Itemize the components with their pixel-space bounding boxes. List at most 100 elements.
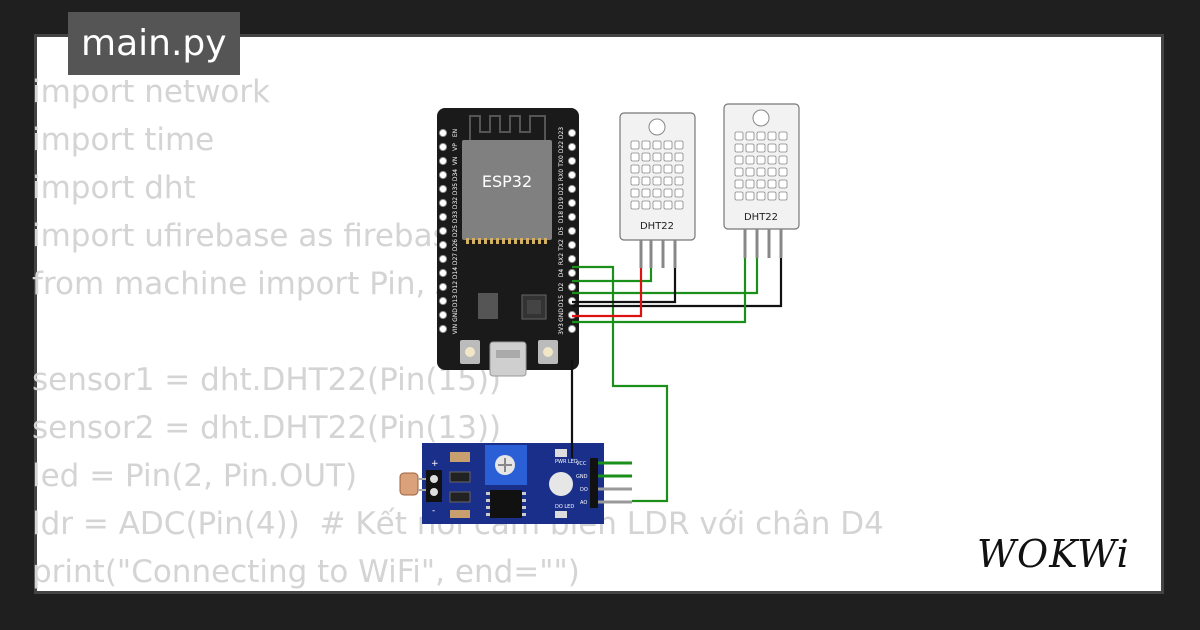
vent-slot: [756, 143, 766, 153]
dht22-2-mount-hole: [752, 109, 770, 127]
wire-dht1-data-to-d15[interactable]: [572, 268, 653, 283]
esp32-pin-label: D2: [558, 283, 565, 292]
esp32-pin-hole[interactable]: [438, 310, 448, 320]
micro-usb-connector[interactable]: [489, 341, 527, 377]
vent-slot: [767, 179, 777, 189]
vent-slot: [734, 155, 744, 165]
ldr-header[interactable]: [590, 458, 598, 508]
vent-slot: [745, 191, 755, 201]
esp32-pin-hole[interactable]: [438, 128, 448, 138]
pwr-led-label: PWR LED: [555, 459, 578, 465]
do-led-label: DO LED: [555, 504, 574, 510]
ldr-module[interactable]: + - PWR LED DO LED VCC GND DO AO: [399, 443, 632, 524]
esp32-pin-label: VP: [452, 143, 459, 151]
esp32-pin-label: D25: [452, 225, 459, 237]
esp32-pin-hole[interactable]: [567, 268, 577, 278]
ldr-terminal-2: [430, 488, 438, 496]
code-line: led = Pin(2, Pin.OUT): [32, 458, 358, 494]
dht22-sensor-2[interactable]: DHT22: [723, 103, 800, 258]
vent-slot: [641, 152, 651, 162]
usb-uart-chip-core: [527, 300, 541, 314]
esp32-pin-hole[interactable]: [438, 240, 448, 250]
vent-slot: [767, 131, 777, 141]
esp32-pin-hole[interactable]: [567, 226, 577, 236]
wire-ldr-ao-to-d4[interactable]: [572, 265, 669, 503]
esp32-pin-hole[interactable]: [438, 170, 448, 180]
ldr-do-label: DO: [580, 487, 588, 493]
esp32-pin-label: D34: [452, 169, 459, 181]
file-tab-main-py[interactable]: main.py: [68, 12, 240, 75]
esp32-pin-label: TX2: [558, 239, 565, 252]
module-pad: [502, 238, 505, 244]
module-pad: [544, 238, 547, 244]
module-pad: [466, 238, 469, 244]
esp32-pin-label: RX2: [558, 253, 565, 265]
vent-slot: [674, 152, 684, 162]
wire-dht2-data-to-d13[interactable]: [572, 258, 759, 295]
wire-dht1-gnd[interactable]: [572, 268, 677, 304]
esp32-pin-hole[interactable]: [438, 184, 448, 194]
ldr-plus-label: +: [431, 459, 439, 469]
esp32-pin-hole[interactable]: [567, 212, 577, 222]
vent-slot: [745, 131, 755, 141]
esp32-pin-hole[interactable]: [567, 324, 577, 334]
esp32-pin-hole[interactable]: [567, 128, 577, 138]
vent-slot: [778, 155, 788, 165]
esp32-board[interactable]: ESP32 ENVPVND34D35D32D33D25D26D27D14D12D…: [437, 108, 579, 377]
esp32-pin-hole[interactable]: [567, 254, 577, 264]
esp32-right-pin-header[interactable]: D23D22TX0RX0D21D19D18D5TX2RX2D4D2D15GND3…: [558, 127, 577, 335]
vent-slot: [630, 164, 640, 174]
esp32-pin-hole[interactable]: [438, 142, 448, 152]
esp32-pin-label: EN: [452, 129, 459, 137]
photoresistor[interactable]: [399, 472, 419, 496]
dht22-1-vent-grid: [630, 140, 684, 210]
esp32-pin-hole[interactable]: [567, 282, 577, 292]
wire-dht2-vcc[interactable]: [572, 258, 747, 324]
esp32-pin-hole[interactable]: [438, 324, 448, 334]
vent-slot: [734, 179, 744, 189]
dht22-1-label: DHT22: [640, 221, 674, 232]
esp32-pin-hole[interactable]: [567, 156, 577, 166]
esp32-left-pin-header[interactable]: ENVPVND34D35D32D33D25D26D27D14D12D13GNDV…: [438, 128, 459, 334]
dht22-sensor-1[interactable]: DHT22: [619, 112, 696, 268]
esp32-pin-hole[interactable]: [438, 226, 448, 236]
esp32-pin-hole[interactable]: [438, 282, 448, 292]
wire-dht1-vcc[interactable]: [572, 268, 643, 318]
dht22-1-mount-hole: [648, 118, 666, 136]
esp32-pin-label: D27: [452, 253, 459, 265]
vent-slot: [630, 188, 640, 198]
code-line: import network: [32, 74, 271, 110]
vent-slot: [641, 200, 651, 210]
esp32-pin-hole[interactable]: [567, 198, 577, 208]
esp32-pin-hole[interactable]: [438, 156, 448, 166]
esp32-pin-hole[interactable]: [567, 142, 577, 152]
esp32-pin-hole[interactable]: [438, 268, 448, 278]
esp32-pin-hole[interactable]: [567, 240, 577, 250]
module-pad: [508, 238, 511, 244]
module-pad: [484, 238, 487, 244]
esp32-pin-hole[interactable]: [567, 184, 577, 194]
resistor-4: [450, 510, 470, 518]
code-line: print("Connecting to WiFi", end=""): [32, 554, 580, 590]
esp32-pin-hole[interactable]: [567, 170, 577, 180]
esp32-pin-label: D5: [558, 227, 565, 236]
vent-slot: [652, 200, 662, 210]
esp32-pin-label: 3V3: [558, 323, 565, 335]
vent-slot: [652, 152, 662, 162]
reset-button-cap: [465, 347, 475, 357]
vent-slot: [641, 176, 651, 186]
vent-slot: [674, 164, 684, 174]
chip-leg: [522, 513, 526, 516]
dht22-2-label: DHT22: [744, 212, 778, 223]
esp32-pin-hole[interactable]: [438, 296, 448, 306]
esp32-pin-hole[interactable]: [438, 198, 448, 208]
esp32-pin-hole[interactable]: [438, 212, 448, 222]
module-pad: [526, 238, 529, 244]
wokwi-logo: WOKWi: [977, 532, 1129, 576]
vent-slot: [641, 140, 651, 150]
wires[interactable]: [570, 258, 783, 503]
module-pad: [514, 238, 517, 244]
esp32-pin-hole[interactable]: [438, 254, 448, 264]
